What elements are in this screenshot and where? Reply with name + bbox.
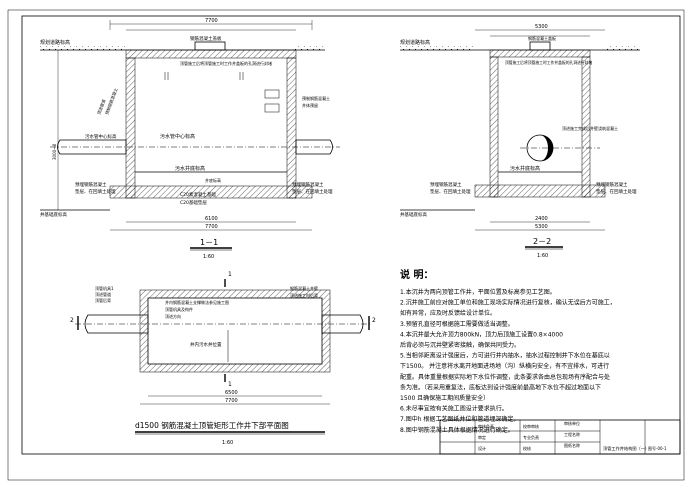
plan-label-tl-2: 顶进管道 (95, 291, 111, 297)
tb-col2-2: 校核 (523, 445, 531, 451)
sheet-border-outer (7, 9, 685, 481)
sec2-dim-bottom: 5300 (535, 224, 548, 230)
notes-line: 5.当相邻距离设计强度后，方可进行井内抽水，抽水过程控制井下水位在基底以 (400, 352, 610, 360)
sec1-title: 1－1 (200, 238, 218, 247)
tb-col1-2: 设计 (478, 445, 486, 451)
sec1-dim-inner: 6100 (205, 216, 218, 222)
notes-line: 条为准。（若采用重复法，底板达到设计强度前最高地下水位不超过地面以下 (400, 383, 601, 391)
sec1-right-note-1: 预制钢筋混凝土 (302, 95, 330, 101)
notes-line: 下1500。 并注意将水离开地面进场地（沟）纵横向安全，有不宜排水，可进行 (400, 362, 609, 370)
sec2-dim-mid: 2400 (535, 216, 548, 222)
tb-drawing-name: 顶管工作井结构图（一） (603, 445, 649, 452)
tb-col3-2: 图纸名称 (564, 442, 580, 448)
plan-label-center-3: 顶进方向 (165, 313, 181, 319)
plan-title: d1500 钢筋混凝土顶管矩形工作井下部平面图 (135, 420, 289, 430)
sheet-border-inner (21, 15, 681, 455)
sec1-pipe-label: 污水管中心标高 (160, 133, 195, 140)
sec2-right-note: 预埋钢筋混凝土 (596, 181, 628, 188)
sec2-bottom-label: 污水井底标高 (510, 165, 540, 172)
sec1-dim-bottom: 7700 (205, 224, 218, 230)
sec2-left-note-2: 垫层、在回填土处理 (430, 188, 471, 195)
sec1-base-level: 井底标高 (205, 177, 221, 183)
notes-lines: 1.本沉井为两向顶管工作井，平面位置及标高参见工艺图。 2.沉井施工前应对施工单位… (400, 288, 616, 434)
tb-drawing-no: 图号-00-1 (648, 445, 667, 451)
sec1-right-side-2: 垫层、在回填土处理 (292, 188, 333, 195)
plan-label-tl-1: 顶管机具1 (95, 285, 114, 291)
section-2-2: 5300 规划道路标高 钢筋混凝土盖板 顶管施工后将顶管施工时工作井盖板的孔洞进… (400, 24, 640, 259)
notes-line: 4.本沉井最大允许顶力800kN，顶力后顶施工设置0.8×4000 (400, 330, 563, 338)
sec1-dim-top: 7700 (205, 18, 218, 24)
tb-col1-1: 审定 (478, 434, 486, 440)
sec1-bottom-label: 污水井底标高 (175, 165, 205, 172)
plan-label-right-2: 顶进施工时后背 (290, 292, 318, 298)
plan-label-tl-3: 顶管后背 (95, 297, 111, 303)
sec1-right-note-2: 井体预留 (302, 102, 318, 108)
notes-heading: 说 明： (400, 268, 433, 281)
notes-line: 3.预留孔直径可根据施工需要做适当调整。 (400, 320, 514, 328)
notes-line: 如有异常，应及时反馈给设计单位。 (400, 309, 496, 317)
sec2-right-note-2: 垫层、在回填土处理 (596, 188, 637, 195)
plan-dim-bottom-1: 6500 (225, 390, 238, 396)
notes-line: 7.图中h 根据工艺图纸并位和管道埋深确定。 (400, 415, 519, 423)
notes-line: 2.沉井施工前应对施工单位和施工现场实际情况进行复核，确认无误后方可施工， (400, 299, 616, 307)
sec1-left-note-1: 顶进管道 (95, 98, 106, 115)
plan-scale: 1:60 (222, 440, 233, 446)
tb-col3-0: 审核单位 (564, 420, 580, 426)
plan-label-bottom: 井内污水井位置 (190, 341, 222, 348)
plan-view: 1 2 2 1 顶管机具1 顶进管道 顶管后背 井内钢筋混凝土支撑做法参见施工图… (70, 271, 376, 446)
sec1-left-side-2: 垫层、在回填土处理 (75, 188, 116, 195)
tb-col1-0: 审核负责 (478, 423, 494, 429)
sec1-left-side-1: 预埋钢筋混凝土 (75, 181, 107, 188)
sec1-base-note-2: C20基础垫层 (180, 199, 207, 206)
plan-sec1-mark-top: 1 (228, 271, 232, 278)
sec2-elev-bottom: 井基础底标高 (400, 211, 427, 218)
tb-col2-1: 专业负责 (523, 434, 539, 440)
plan-label-center-2: 顶管机具及构件 (165, 306, 193, 312)
sec1-right-side-1: 预埋钢筋混凝土 (292, 181, 324, 188)
tb-col3-1: 工程名称 (564, 431, 580, 437)
title-block: 审核负责 审定 设计 校审审核 专业负责 校核 审核单位 工程名称 图纸名称 顶… (439, 419, 681, 455)
sec2-annot-top: 顶管施工后将顶管施工时工作井盖板的孔洞进行封堵 (505, 60, 593, 65)
section-1-1: 7700 规划道路标高 钢筋混凝土盖板 顶管施工后将顶管施工时工作井盖板的孔洞进… (40, 18, 340, 260)
sec1-ground-label: 规划道路标高 (40, 39, 70, 46)
notes-block: 说 明： 1.本沉井为两向顶管工作井，平面位置及标高参见工艺图。 2.沉井施工前应… (400, 268, 616, 434)
sec2-title: 2－2 (533, 237, 551, 246)
notes-line: 6.未尽事宜按有关施工图设计要求执行。 (400, 405, 508, 413)
tb-col2-0: 校审审核 (523, 423, 539, 429)
notes-line: 1.本沉井为两向顶管工作井，平面位置及标高参见工艺图。 (400, 288, 556, 296)
plan-dim-bottom-2: 7700 (225, 398, 238, 404)
sec1-base-note-1: C20素混凝土基础 (180, 191, 216, 198)
sec2-scale: 1:60 (537, 253, 548, 259)
sec2-left-note: 预埋钢筋混凝土 (430, 181, 462, 188)
plan-sec2-mark-left: 2 (70, 317, 74, 324)
notes-line: 配重。具体重量根据实际地下水位作调整，此条要求各由总包现场有序配合与处 (400, 373, 610, 381)
sec1-pipe-left-label: 污水管中心标高 (85, 133, 117, 140)
notes-line: 1500 且确保施工期间质量安全） (400, 394, 489, 402)
plan-sec1-mark-bottom: 1 (228, 381, 232, 388)
sec1-lid-label: 钢筋混凝土盖板 (190, 35, 222, 42)
sec2-lid-label: 钢筋混凝土盖板 (528, 35, 556, 41)
sec1-annot-top: 顶管施工后将顶管施工时工作井盖板的孔洞进行封堵 (180, 60, 272, 66)
sec2-dim-top: 5300 (535, 24, 548, 30)
notes-line: 后背必须与沉井壁紧密接触，确保共同受力。 (400, 341, 520, 349)
sec2-ground-label: 规划道路标高 (400, 39, 430, 46)
plan-sec2-mark-right: 2 (372, 317, 376, 324)
sec1-dim-height: 3000~8 (52, 143, 57, 160)
sec1-elev-bottom: 井基础底标高 (40, 211, 67, 218)
notes-line: 8.图中钢筋混凝土具体根据情况进行确定。 (400, 426, 514, 434)
plan-label-right-1: 钢筋混凝土井壁 (290, 285, 318, 291)
sec2-pipe-note: 顶进施工完成后井壁浇筑混凝土 (562, 125, 618, 131)
sec1-scale: 1:60 (203, 254, 214, 260)
plan-label-center-1: 井内钢筋混凝土支撑做法参见施工图 (165, 299, 229, 305)
